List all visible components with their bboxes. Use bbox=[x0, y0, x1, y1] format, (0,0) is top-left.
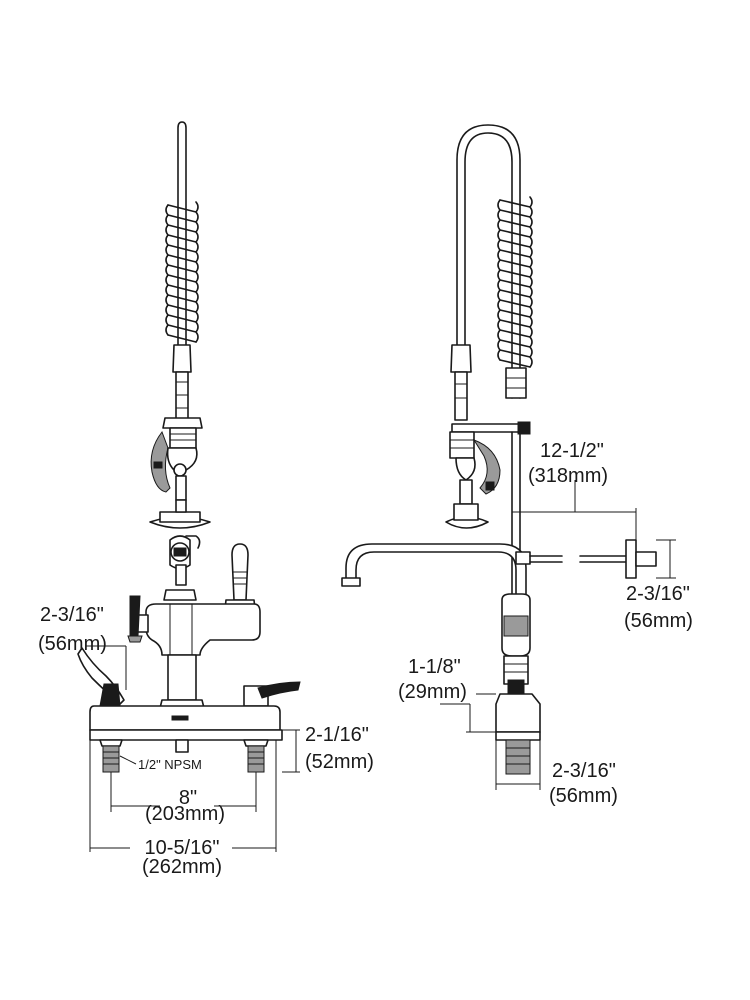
side-spring-coil bbox=[497, 196, 533, 368]
front-left-shank bbox=[99, 739, 123, 747]
side-base-height-imperial: 1-1/8" bbox=[408, 656, 461, 678]
side-base bbox=[495, 693, 541, 733]
front-overall-width-imperial: 10-5/16" bbox=[144, 837, 220, 859]
side-spout-reach-metric: (318mm) bbox=[528, 465, 609, 487]
side-spray-handle bbox=[472, 439, 501, 495]
side-dimension-lines bbox=[440, 480, 676, 790]
front-riser-pipe bbox=[177, 121, 187, 351]
front-view bbox=[77, 121, 301, 852]
front-deck-height-metric: (52mm) bbox=[305, 751, 374, 773]
front-center-tee bbox=[163, 589, 197, 601]
side-base-depth-metric: (56mm) bbox=[549, 785, 618, 807]
side-bracket-drop-imperial: 2-3/16" bbox=[626, 583, 690, 605]
front-left-lever bbox=[129, 595, 141, 637]
front-spring-coil bbox=[165, 201, 199, 343]
front-inlet-thread-label: 1/2" NPSM bbox=[138, 757, 202, 772]
side-view bbox=[341, 124, 676, 790]
side-gooseneck-hose bbox=[456, 124, 521, 399]
front-center-column bbox=[167, 654, 197, 701]
side-spout-reach-imperial: 12-1/2" bbox=[540, 440, 604, 462]
side-addon-spout bbox=[345, 543, 527, 601]
front-handle-offset-metric: (56mm) bbox=[38, 633, 107, 655]
front-hose-collar bbox=[172, 344, 192, 373]
front-right-lever bbox=[257, 681, 301, 699]
front-handle-offset-imperial: 2-3/16" bbox=[40, 604, 104, 626]
front-hose bbox=[175, 371, 189, 421]
front-dimension-lines bbox=[86, 645, 300, 852]
front-inlet-centers-imperial: 8" bbox=[178, 787, 198, 809]
front-overall-width-metric: (262mm) bbox=[141, 856, 222, 878]
side-base-depth-imperial: 2-3/16" bbox=[552, 760, 616, 782]
side-spray-valve bbox=[449, 431, 475, 459]
side-hose-collar bbox=[450, 344, 472, 373]
side-riser-collar bbox=[505, 367, 527, 399]
side-bracket-drop-metric: (56mm) bbox=[624, 610, 693, 632]
side-base-height-metric: (29mm) bbox=[398, 681, 467, 703]
side-shank bbox=[505, 739, 531, 775]
front-inlet-centers-metric: (203mm) bbox=[144, 803, 225, 825]
side-bracket-arm bbox=[451, 423, 527, 433]
side-wall-bracket bbox=[515, 551, 531, 565]
front-right-shank bbox=[243, 739, 269, 747]
front-deck-height-imperial: 2-1/16" bbox=[305, 724, 369, 746]
front-center-shank bbox=[175, 739, 189, 753]
front-spray-valve bbox=[162, 417, 203, 429]
